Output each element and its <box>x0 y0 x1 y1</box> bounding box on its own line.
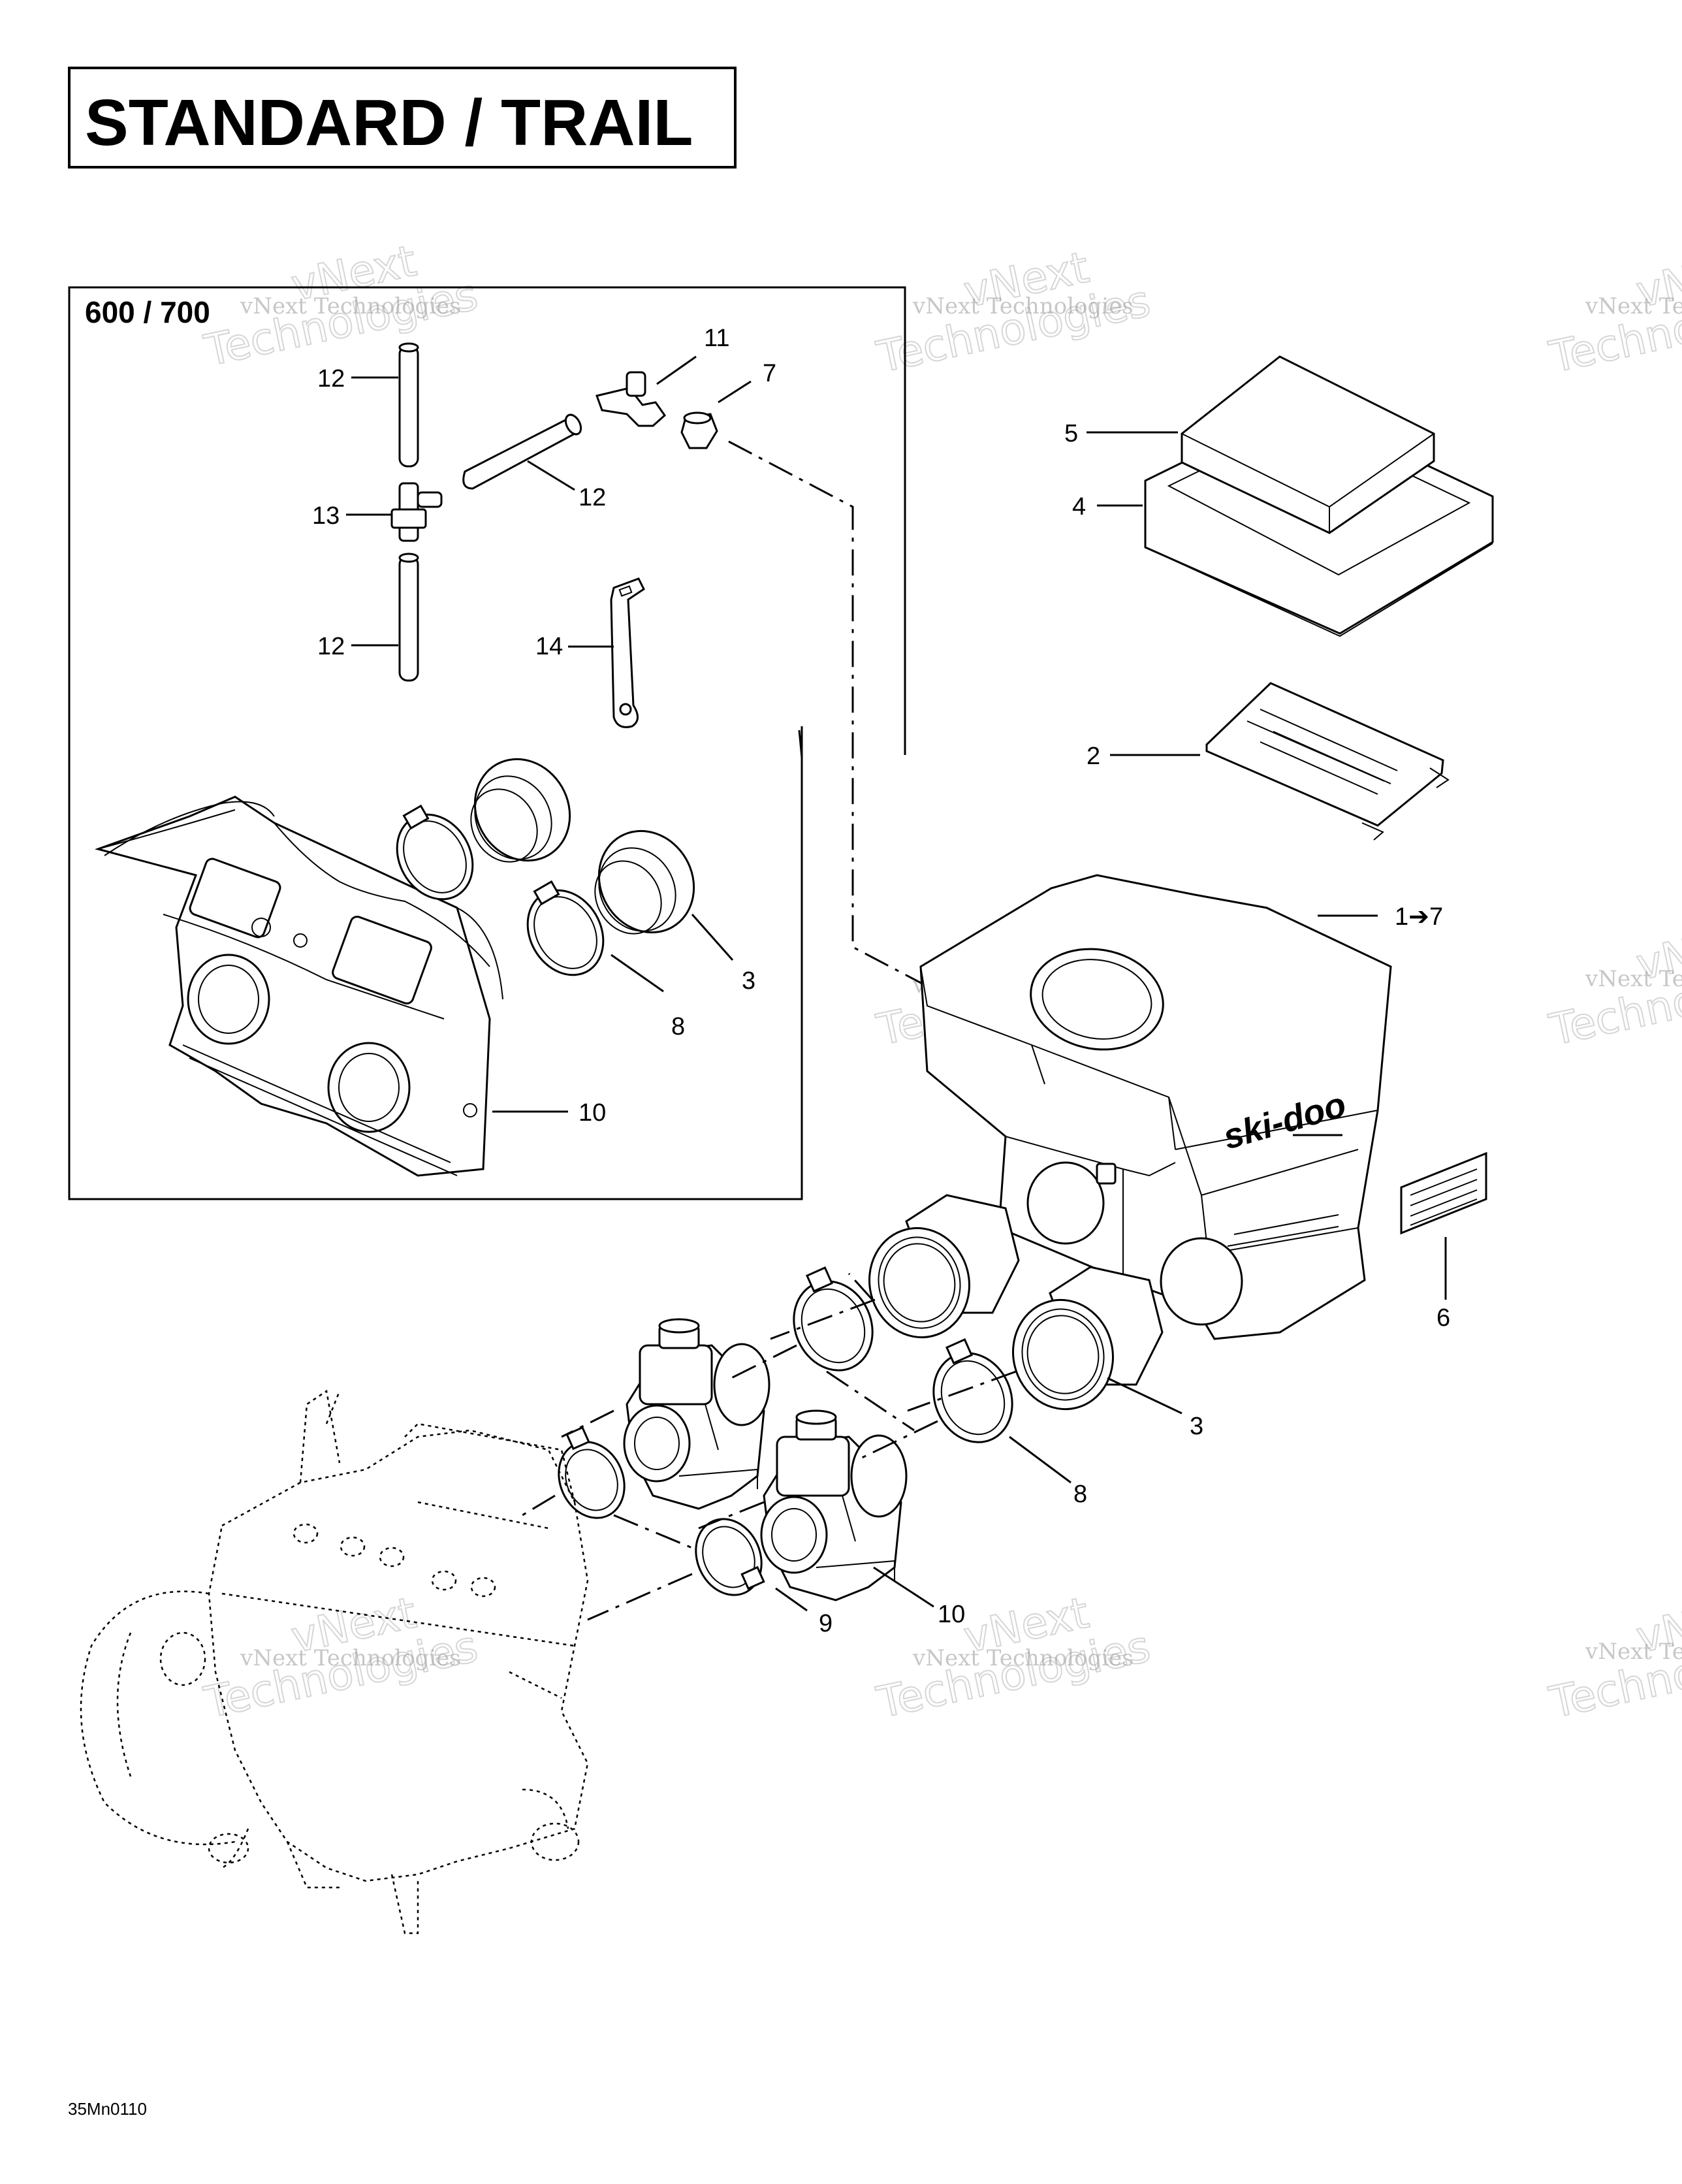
svg-text:vNext Technologies: vNext Technologies <box>1585 1639 1682 1665</box>
callout-8: 8 <box>1073 1481 1087 1508</box>
clamp-upper <box>793 1266 874 1372</box>
callout-12-top: 12 <box>317 365 345 393</box>
assembly-line-cap <box>728 440 928 988</box>
callout-11: 11 <box>704 325 729 352</box>
bracket <box>610 577 645 728</box>
air-filter <box>1181 355 1435 534</box>
page-title: STANDARD / TRAIL <box>85 86 693 159</box>
inset-clamp-lower <box>526 880 605 976</box>
engine-outline <box>80 1389 589 1935</box>
svg-text:vNext Technologies: vNext Technologies <box>240 1645 461 1671</box>
callouts: 12 13 12 14 11 7 12 3 8 10 5 4 2 1➔7 6 3… <box>312 325 1450 1637</box>
callout-10-inset: 10 <box>579 1099 606 1127</box>
airbox: ski-doo <box>919 874 1392 1340</box>
svg-text:vNext Technologies: vNext Technologies <box>240 293 461 319</box>
title-box: STANDARD / TRAIL <box>68 67 737 169</box>
inset-adaptor-upper <box>470 758 571 863</box>
decal <box>1400 1151 1487 1235</box>
hose-diagonal <box>462 413 582 490</box>
callout-5: 5 <box>1064 420 1078 447</box>
elbow-fitting <box>595 371 666 427</box>
svg-text:vNext Technologies: vNext Technologies <box>1585 966 1682 992</box>
callout-1-7: 1➔7 <box>1395 903 1443 931</box>
baffle-plate <box>1205 682 1450 841</box>
callout-14: 14 <box>535 633 563 660</box>
callout-4: 4 <box>1072 493 1086 521</box>
adaptor-upper <box>868 1194 1020 1339</box>
callout-9: 9 <box>819 1610 833 1637</box>
inset-panel: 600 / 700 <box>68 286 906 1200</box>
carburetor-upper <box>623 1318 770 1510</box>
inset-clamp-upper <box>396 804 474 901</box>
inset-adaptor-lower <box>594 829 695 935</box>
callout-12-diag: 12 <box>579 484 606 511</box>
clamp-lower <box>932 1338 1013 1443</box>
svg-text:vNext Technologies: vNext Technologies <box>912 1645 1134 1671</box>
hose-vertical-top <box>398 342 419 468</box>
leader-lines <box>346 355 1447 1612</box>
callout-12-bottom: 12 <box>317 633 345 660</box>
svg-text:vNext Technologies: vNext Technologies <box>912 293 1134 319</box>
adaptor-lower <box>1012 1266 1164 1411</box>
callout-3: 3 <box>1190 1413 1203 1440</box>
t-fitting <box>390 482 443 542</box>
clamp-engine-lower <box>695 1518 765 1596</box>
hose-vertical-bottom <box>398 553 419 682</box>
svg-text:vNext Technologies: vNext Technologies <box>1585 293 1682 319</box>
callout-3-inset: 3 <box>742 967 755 995</box>
reference-code: 35Mn0110 <box>68 2099 147 2119</box>
clamp-engine-upper <box>558 1426 626 1519</box>
callout-8-inset: 8 <box>671 1013 685 1040</box>
carburetor-lower <box>760 1409 908 1601</box>
callout-2: 2 <box>1087 743 1100 770</box>
callout-13: 13 <box>312 502 340 530</box>
inset-label: 600 / 700 <box>85 295 210 329</box>
cap-fitting <box>680 411 718 449</box>
callout-7: 7 <box>763 360 776 387</box>
assembly-lines <box>522 730 1017 1621</box>
callout-10: 10 <box>938 1601 965 1628</box>
callout-6: 6 <box>1436 1304 1450 1332</box>
inset-carburetor-assembly <box>94 795 503 1177</box>
